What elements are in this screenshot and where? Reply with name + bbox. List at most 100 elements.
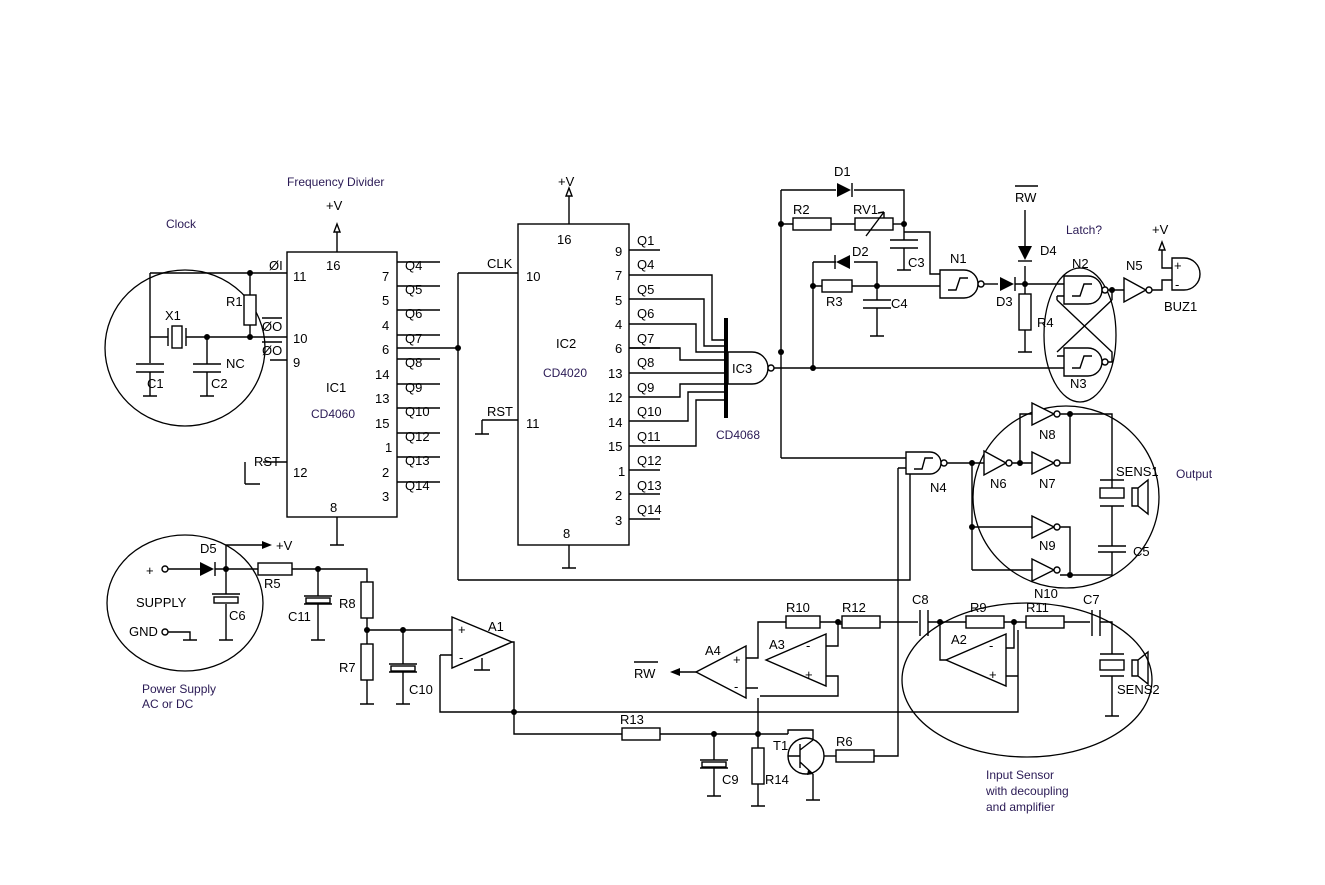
svg-text:9: 9 xyxy=(615,244,622,259)
a1-opamp: + - A1 xyxy=(451,615,514,670)
svg-text:R13: R13 xyxy=(620,712,644,727)
output-section-outline xyxy=(972,405,1160,589)
svg-text:D1: D1 xyxy=(834,164,851,179)
svg-text:R2: R2 xyxy=(793,202,810,217)
svg-text:IC1: IC1 xyxy=(326,380,346,395)
d1-diode: D1 xyxy=(834,164,853,197)
power-supply-annotation-2: AC or DC xyxy=(142,697,194,711)
svg-text:Q12: Q12 xyxy=(637,453,662,468)
svg-text:ØO: ØO xyxy=(262,343,282,358)
svg-text:15: 15 xyxy=(608,439,622,454)
svg-text:14: 14 xyxy=(608,415,622,430)
n2-schmitt-gate: N2 xyxy=(1063,256,1109,305)
x1-crystal: X1 xyxy=(165,308,187,349)
svg-text:3: 3 xyxy=(615,513,622,528)
svg-text:2: 2 xyxy=(615,488,622,503)
svg-text:10: 10 xyxy=(526,269,540,284)
svg-text:N5: N5 xyxy=(1126,258,1143,273)
gnd-label: GND xyxy=(129,624,158,639)
supply-label: SUPPLY xyxy=(136,595,187,610)
svg-text:Q13: Q13 xyxy=(405,453,430,468)
r6-resistor xyxy=(835,749,875,763)
svg-text:SENS2: SENS2 xyxy=(1117,682,1160,697)
svg-text:Q7: Q7 xyxy=(405,331,422,346)
svg-text:7: 7 xyxy=(382,269,389,284)
svg-text:A4: A4 xyxy=(705,643,721,658)
svg-text:11: 11 xyxy=(526,416,540,431)
r2-resistor xyxy=(792,217,832,231)
svg-text:Q13: Q13 xyxy=(637,478,662,493)
svg-text:-: - xyxy=(459,650,463,665)
r5-resistor xyxy=(257,562,293,576)
n5-inverter: N5 xyxy=(1123,258,1153,304)
svg-text:A3: A3 xyxy=(769,637,785,652)
svg-text:R10: R10 xyxy=(786,600,810,615)
svg-text:C11: C11 xyxy=(288,609,311,624)
svg-text:Q5: Q5 xyxy=(405,282,422,297)
input-sensor-annotation: Input Sensor xyxy=(986,768,1054,782)
svg-text:Q4: Q4 xyxy=(637,257,654,272)
svg-text:R7: R7 xyxy=(339,660,356,675)
svg-text:8: 8 xyxy=(330,500,337,515)
svg-text:7: 7 xyxy=(615,268,622,283)
d4-diode: D4 xyxy=(1018,243,1057,262)
t1-transistor: T1 xyxy=(773,737,825,775)
svg-text:CLK: CLK xyxy=(487,256,513,271)
svg-text:CD4068: CD4068 xyxy=(716,428,760,442)
svg-text:Q12: Q12 xyxy=(405,429,430,444)
ic1-vplus-label: +V xyxy=(326,198,343,213)
svg-text:ØI: ØI xyxy=(269,258,283,273)
svg-text:+: + xyxy=(805,667,813,682)
d3-diode: D3 xyxy=(996,277,1016,309)
svg-text:C1: C1 xyxy=(147,376,164,391)
svg-text:X1: X1 xyxy=(165,308,181,323)
svg-text:C2: C2 xyxy=(211,376,228,391)
svg-text:T1: T1 xyxy=(773,738,788,753)
n7-inverter: N7 xyxy=(1031,450,1061,491)
svg-text:N6: N6 xyxy=(990,476,1007,491)
sens1-sensor: SENS1 xyxy=(1099,464,1159,540)
svg-text:C6: C6 xyxy=(229,608,246,623)
latch-section-outline xyxy=(1043,267,1117,403)
svg-text:R6: R6 xyxy=(836,734,853,749)
sens2-sensor: SENS2 xyxy=(1099,650,1160,717)
svg-text:RV1: RV1 xyxy=(853,202,878,217)
svg-text:5: 5 xyxy=(615,293,622,308)
svg-text:Q11: Q11 xyxy=(637,429,661,444)
svg-text:CD4020: CD4020 xyxy=(543,366,587,380)
clock-section-outline xyxy=(104,269,266,427)
svg-text:CD4060: CD4060 xyxy=(311,407,355,421)
svg-text:Q6: Q6 xyxy=(405,306,422,321)
svg-text:6: 6 xyxy=(615,341,622,356)
svg-text:Q1: Q1 xyxy=(637,233,654,248)
n10-inverter: N10 xyxy=(1031,557,1061,601)
rw-label-bottom: RW xyxy=(634,666,656,681)
r11-resistor xyxy=(1025,615,1065,629)
svg-text:Q4: Q4 xyxy=(405,258,422,273)
r14-resistor xyxy=(751,747,765,785)
svg-text:8: 8 xyxy=(563,526,570,541)
svg-text:Q7: Q7 xyxy=(637,331,654,346)
svg-text:R9: R9 xyxy=(970,600,987,615)
buz1-buzzer: + - BUZ1 xyxy=(1164,257,1201,314)
svg-text:IC3: IC3 xyxy=(732,361,752,376)
supply-vplus-label: +V xyxy=(276,538,293,553)
svg-text:C3: C3 xyxy=(908,255,925,270)
svg-text:+: + xyxy=(989,667,997,682)
svg-text:N3: N3 xyxy=(1070,376,1087,391)
svg-text:R4: R4 xyxy=(1037,315,1054,330)
ic2-chip: 16 8 IC2 CD4020 CLK 10 RST 11 9 7 5 4 6 … xyxy=(487,223,662,546)
svg-text:16: 16 xyxy=(326,258,340,273)
svg-text:C10: C10 xyxy=(409,682,433,697)
svg-text:11: 11 xyxy=(293,269,307,284)
svg-text:12: 12 xyxy=(293,465,307,480)
n6-inverter: N6 xyxy=(983,449,1013,491)
svg-text:Q6: Q6 xyxy=(637,306,654,321)
power-supply-annotation: Power Supply xyxy=(142,682,216,696)
svg-text:14: 14 xyxy=(375,367,389,382)
svg-text:-: - xyxy=(989,638,993,653)
svg-text:Q8: Q8 xyxy=(405,355,422,370)
svg-text:-: - xyxy=(1175,277,1179,292)
input-sensor-annotation-2: with decoupling xyxy=(985,784,1069,798)
